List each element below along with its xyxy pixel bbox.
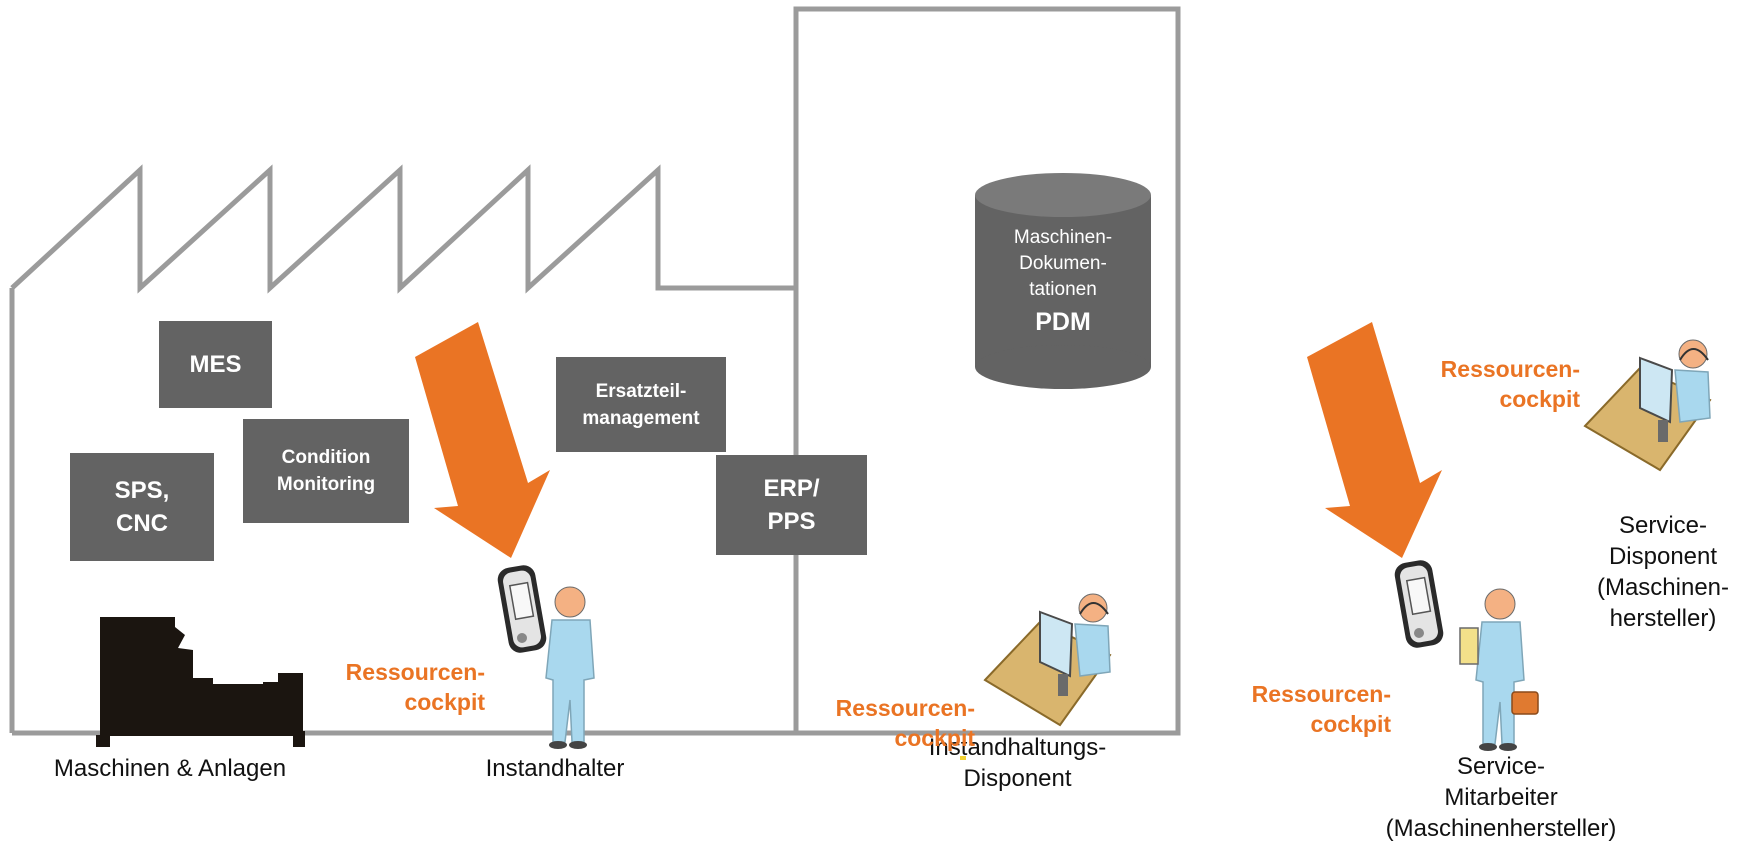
office-building-outline (793, 6, 1181, 736)
pdm-database-icon (975, 173, 1151, 389)
machine-icon (96, 617, 305, 747)
condition-monitoring-box: Condition Monitoring (243, 419, 409, 523)
factory-outline (10, 164, 795, 294)
instandhalter-person-icon (497, 565, 595, 749)
db-title: PDM (1035, 308, 1091, 336)
maschinen-label: Maschinen & Anlagen (53, 755, 287, 782)
cockpit-label-instandhalter: Ressourcen- cockpit (345, 659, 485, 715)
pdm-database-label: Maschinen- Dokumen- tationen PDM (973, 225, 1153, 339)
cockpit-label-service-disponent: Ressourcen- cockpit (1440, 356, 1580, 412)
instandhaltungs-disponent-desk-icon (983, 593, 1112, 727)
sps-cnc-box: SPS, CNC (70, 453, 214, 561)
ersatzteil-box: Ersatzteil- management (556, 357, 726, 452)
instandhalter-label: Instandhalter (485, 755, 625, 782)
erp-pps-box: ERP/ PPS (716, 455, 867, 555)
arrow-service-icon (1307, 322, 1442, 558)
service-disponent-desk-icon (1583, 339, 1712, 472)
db-line-3: tationen (1029, 279, 1097, 300)
arrow-factory-icon (415, 322, 550, 558)
service-mitarbeiter-person-icon (1394, 560, 1539, 751)
db-line-2: Dokumen- (1019, 253, 1107, 274)
db-line-1: Maschinen- (1013, 227, 1113, 248)
mes-box: MES (159, 321, 272, 408)
cockpit-label-service-mitarbeiter: Ressourcen- cockpit (1251, 681, 1391, 737)
service-disponent-label: Service- Disponent (Maschinen- herstelle… (1596, 512, 1730, 632)
yellow-marker (960, 756, 966, 760)
instandhaltungs-disponent-label: Instandhaltungs- Disponent (928, 734, 1107, 792)
cockpit-label-disponent: Ressourcen- cockpit (835, 695, 975, 751)
service-mitarbeiter-label: Service- Mitarbeiter (Maschinenherstelle… (1385, 753, 1617, 842)
